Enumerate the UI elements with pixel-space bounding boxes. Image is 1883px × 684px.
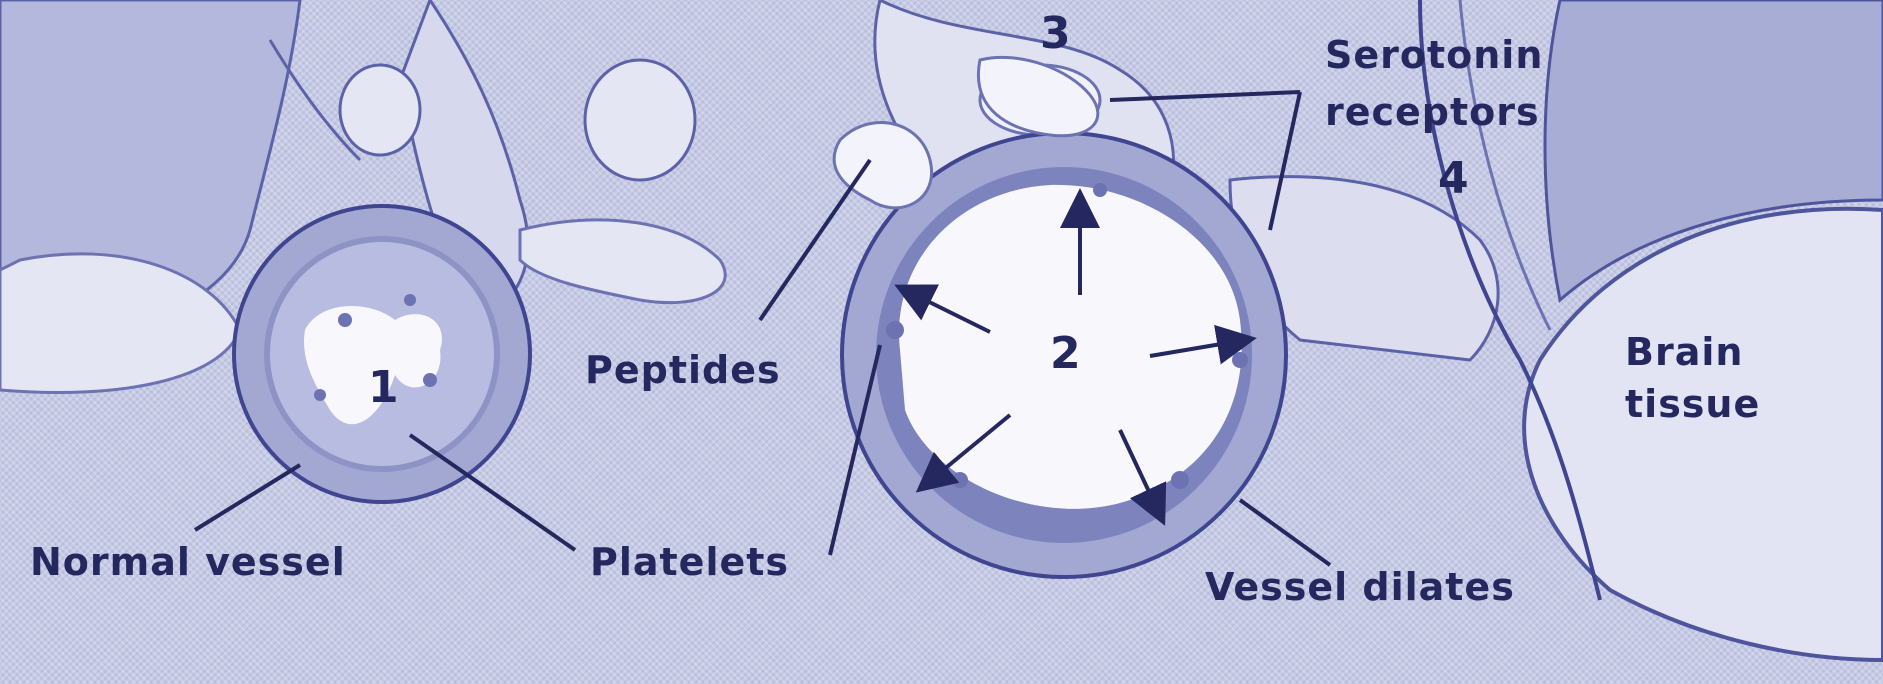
step-number-1: 1 <box>368 364 399 412</box>
label-serotonin-line2: receptors <box>1325 90 1540 134</box>
normal-vessel-leader <box>195 465 300 530</box>
label-normal-vessel: Normal vessel <box>30 540 346 584</box>
label-serotonin-line1: Serotonin <box>1325 33 1543 77</box>
step-number-2: 2 <box>1050 330 1081 378</box>
normal-vessel <box>234 206 530 502</box>
label-peptides: Peptides <box>585 348 781 392</box>
vessel-dilates-leader <box>1240 500 1330 565</box>
label-vessel-dilates: Vessel dilates <box>1205 565 1515 609</box>
label-brain-tissue-line2: tissue <box>1625 382 1760 426</box>
label-brain-tissue-line1: Brain <box>1625 330 1743 374</box>
label-platelets: Platelets <box>590 540 789 584</box>
step-number-3: 3 <box>1040 10 1071 58</box>
step-number-4: 4 <box>1438 155 1469 203</box>
peptide-cluster-left <box>834 123 931 208</box>
